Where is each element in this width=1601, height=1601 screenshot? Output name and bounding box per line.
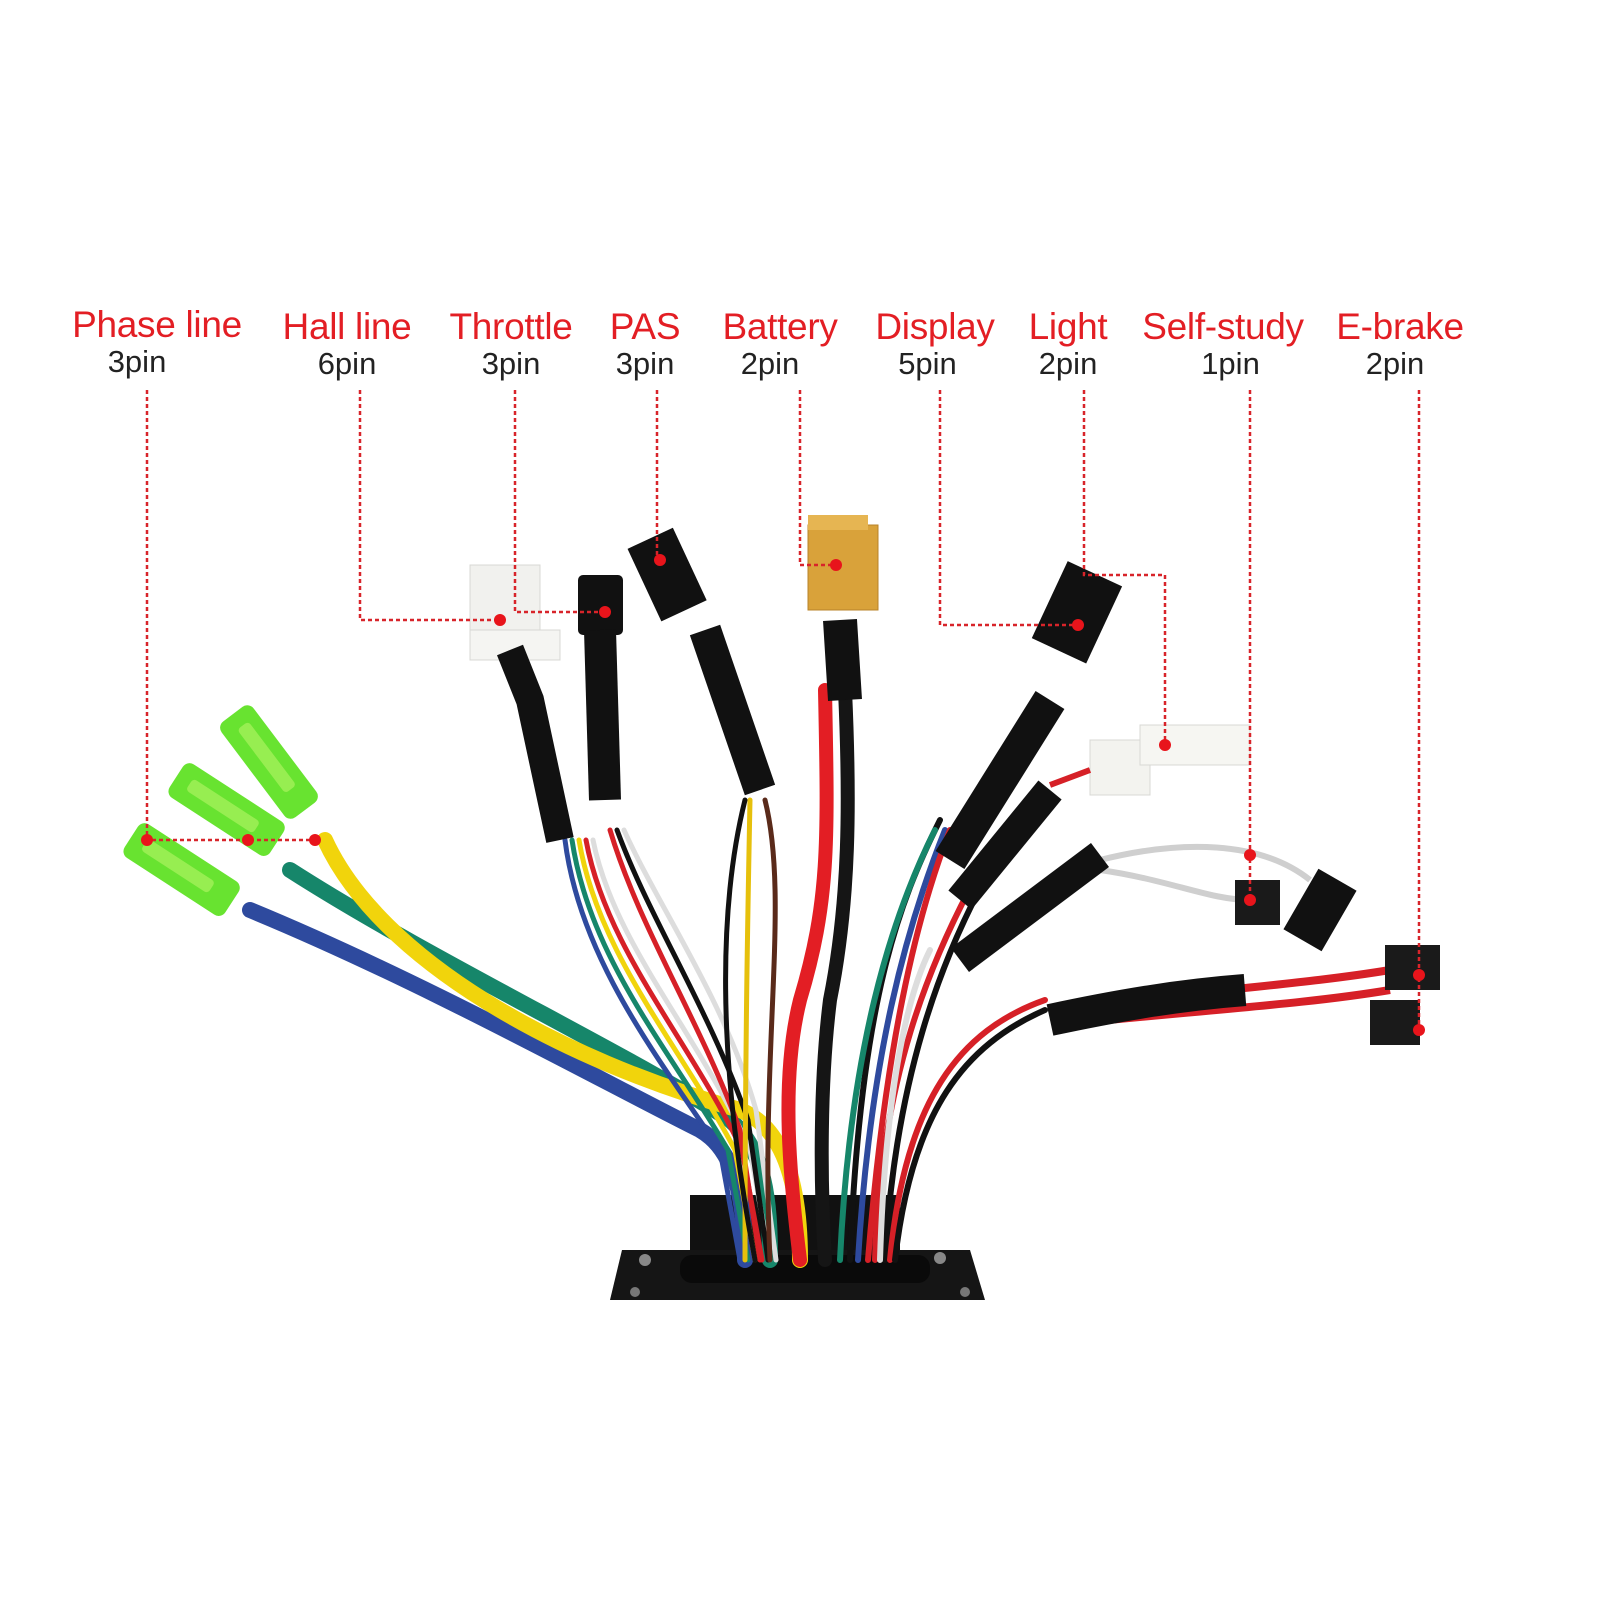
label-phase-line: Phase line 3pin — [72, 305, 242, 379]
connector-pins: 3pin — [615, 346, 675, 381]
label-self-study: Self-study 1pin — [1142, 307, 1304, 381]
label-battery: Battery 2pin — [722, 307, 837, 381]
label-pas: PAS 3pin — [609, 306, 681, 381]
connector-pins: 2pin — [1365, 346, 1425, 381]
light-connector — [948, 724, 1251, 910]
connector-name: Hall line — [282, 306, 412, 347]
marker-dots — [141, 554, 1425, 1036]
connector-pins: 5pin — [898, 346, 957, 381]
e-brake-connector — [1046, 945, 1440, 1045]
connector-name: PAS — [609, 306, 681, 347]
pas-sleeve — [689, 624, 776, 796]
label-hall-line: Hall line 6pin — [283, 307, 412, 381]
leader-lines — [145, 390, 1421, 1030]
label-light: Light 2pin — [1029, 307, 1108, 381]
pas-connector — [627, 527, 707, 622]
connector-name: Throttle — [449, 306, 573, 347]
throttle-connector — [578, 575, 623, 801]
connector-pins: 1pin — [1201, 346, 1260, 381]
label-throttle: Throttle 3pin — [449, 307, 572, 381]
display-sleeve — [935, 690, 1065, 870]
battery-wires — [781, 683, 855, 1267]
connector-name: Light — [1028, 306, 1108, 347]
connector-pins: 2pin — [740, 346, 800, 381]
label-e-brake: E-brake 2pin — [1336, 306, 1464, 381]
signal-wires — [562, 797, 779, 1263]
connector-name: Phase line — [72, 304, 242, 345]
connector-pins: 3pin — [481, 346, 541, 381]
connector-name: E-brake — [1336, 306, 1464, 347]
connector-name: Display — [875, 306, 995, 347]
right-side-wires — [837, 817, 1048, 1263]
connector-name: Self-study — [1142, 306, 1304, 347]
hall-connector — [469, 564, 574, 843]
connector-pins: 2pin — [1038, 346, 1098, 381]
connector-pins: 3pin — [107, 344, 167, 379]
self-study-connector — [951, 843, 1357, 972]
connector-pins: 6pin — [317, 346, 377, 381]
battery-xt60-connector — [807, 515, 879, 702]
connector-name: Battery — [722, 306, 838, 347]
phase-bullet-connectors — [123, 705, 318, 916]
label-display: Display 5pin — [875, 306, 995, 381]
display-connector — [1031, 561, 1123, 664]
